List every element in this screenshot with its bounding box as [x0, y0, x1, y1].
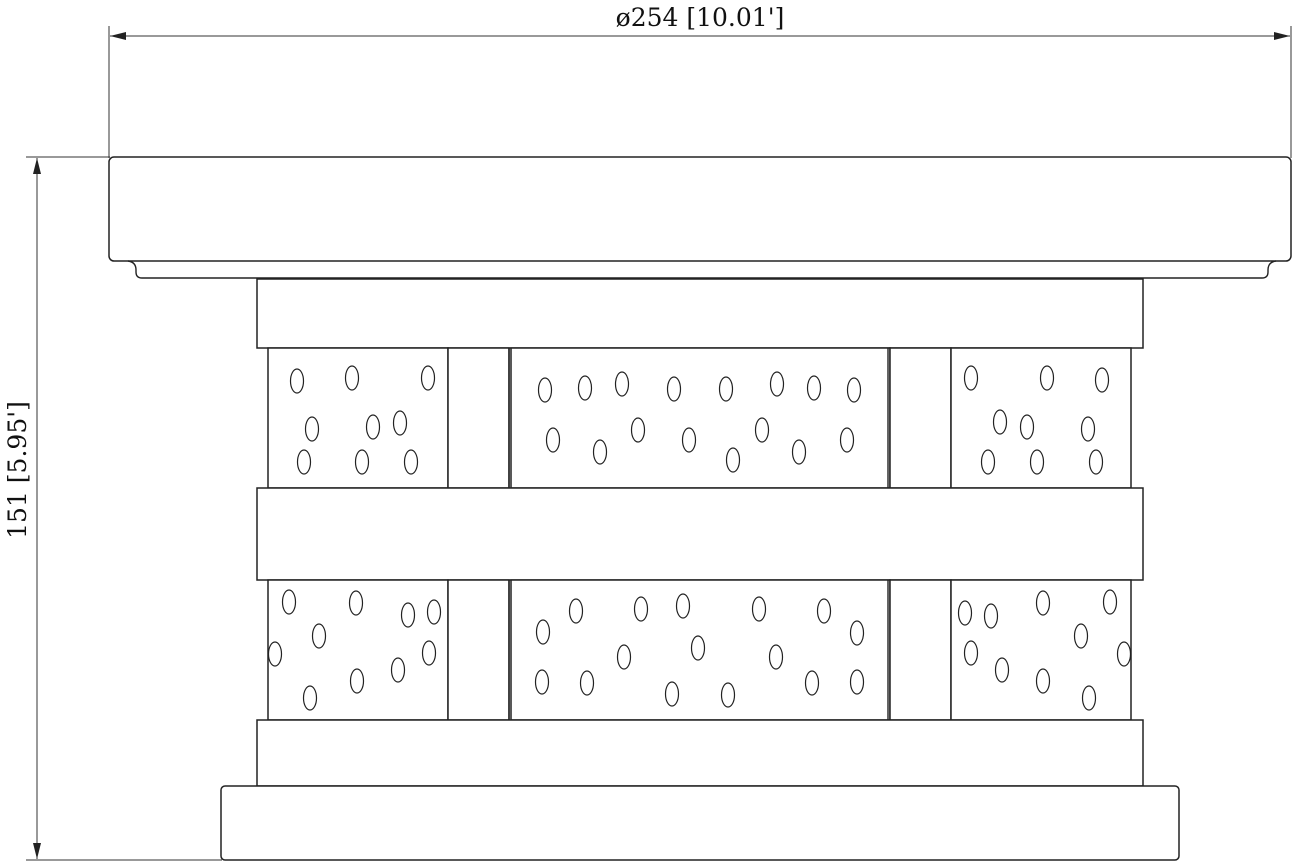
lower-left-post — [447, 579, 510, 721]
bubble-hole — [302, 685, 318, 711]
bubble-hole — [304, 416, 320, 442]
bubble-hole — [1073, 623, 1089, 649]
upper-left-post — [447, 347, 510, 489]
bubble-hole — [1094, 367, 1110, 393]
bubble-hole — [1029, 449, 1045, 475]
bubble-hole — [421, 640, 437, 666]
bubble-hole — [839, 427, 855, 453]
bubble-hole — [365, 414, 381, 440]
bubble-hole — [846, 377, 862, 403]
bubble-hole — [390, 657, 406, 683]
canopy-body — [108, 156, 1292, 262]
bubble-hole — [616, 644, 632, 670]
bubble-hole — [420, 365, 436, 391]
bubble-hole — [1035, 668, 1051, 694]
bubble-hole — [849, 669, 865, 695]
bubble-hole — [664, 681, 680, 707]
bubble-hole — [849, 620, 865, 646]
bubble-hole — [992, 409, 1008, 435]
bubble-hole — [633, 596, 649, 622]
bubble-hole — [666, 376, 682, 402]
bubble-hole — [630, 417, 646, 443]
bubble-hole — [963, 640, 979, 666]
bubble-hole — [537, 377, 553, 403]
lower-bubble-holes — [267, 589, 1132, 711]
bubble-hole — [354, 449, 370, 475]
bubble-hole — [392, 410, 408, 436]
height-arrow-top — [33, 158, 41, 174]
bubble-hole — [535, 619, 551, 645]
bubble-hole — [720, 682, 736, 708]
bubble-hole — [718, 376, 734, 402]
bubble-hole — [791, 439, 807, 465]
bubble-hole — [403, 449, 419, 475]
upper-bubble-holes — [289, 365, 1110, 475]
bubble-hole — [1035, 590, 1051, 616]
bubble-hole — [289, 368, 305, 394]
bubble-hole — [681, 427, 697, 453]
bubble-hole — [614, 371, 630, 397]
bubble-hole — [980, 449, 996, 475]
bubble-hole — [816, 598, 832, 624]
bubble-hole — [1088, 449, 1104, 475]
bubble-hole — [957, 600, 973, 626]
bubble-hole — [534, 669, 550, 695]
height-dimension: 151 [5.95'] — [3, 156, 222, 861]
bubble-hole — [296, 449, 312, 475]
bubble-hole — [1080, 416, 1096, 442]
height-dimension-label: 151 [5.95'] — [3, 401, 32, 539]
canopy-lip — [127, 260, 1277, 279]
bubble-hole — [348, 590, 364, 616]
bubble-hole — [690, 635, 706, 661]
bubble-hole — [1116, 641, 1132, 667]
lower-collar — [256, 719, 1144, 787]
bubble-hole — [804, 670, 820, 696]
bubble-hole — [983, 603, 999, 629]
bubble-hole — [1102, 589, 1118, 615]
height-arrow-bottom — [33, 843, 41, 859]
base-plate — [220, 785, 1180, 861]
bubble-hole — [769, 371, 785, 397]
upper-collar — [256, 278, 1144, 349]
bubble-hole — [281, 589, 297, 615]
lower-panel-band — [267, 579, 1132, 721]
upper-panel-band — [267, 347, 1132, 489]
bubble-hole — [963, 365, 979, 391]
bubble-hole — [311, 623, 327, 649]
bubble-hole — [267, 641, 283, 667]
width-dimension: ø254 [10.01'] — [108, 3, 1292, 158]
bubble-hole — [1081, 685, 1097, 711]
bubble-hole — [994, 657, 1010, 683]
bubble-hole — [349, 668, 365, 694]
bubble-hole — [592, 439, 608, 465]
bubble-hole — [754, 417, 770, 443]
bubble-hole — [400, 602, 416, 628]
bubble-hole — [1019, 414, 1035, 440]
bubble-hole — [545, 427, 561, 453]
upper-right-post — [889, 347, 952, 489]
bubble-hole — [751, 596, 767, 622]
bubble-hole — [426, 599, 442, 625]
width-dimension-label: ø254 [10.01'] — [616, 3, 785, 32]
width-arrow-right — [1274, 32, 1290, 40]
upper-center-panel — [510, 347, 891, 489]
bubble-hole — [344, 365, 360, 391]
top-canopy — [108, 156, 1292, 279]
middle-band — [256, 487, 1144, 581]
bubble-hole — [768, 644, 784, 670]
bubble-hole — [1039, 365, 1055, 391]
bubble-hole — [725, 447, 741, 473]
width-arrow-left — [110, 32, 126, 40]
bubble-hole — [806, 375, 822, 401]
bubble-hole — [568, 598, 584, 624]
bubble-hole — [579, 670, 595, 696]
lower-right-post — [889, 579, 952, 721]
bubble-hole — [675, 593, 691, 619]
bubble-hole — [577, 375, 593, 401]
